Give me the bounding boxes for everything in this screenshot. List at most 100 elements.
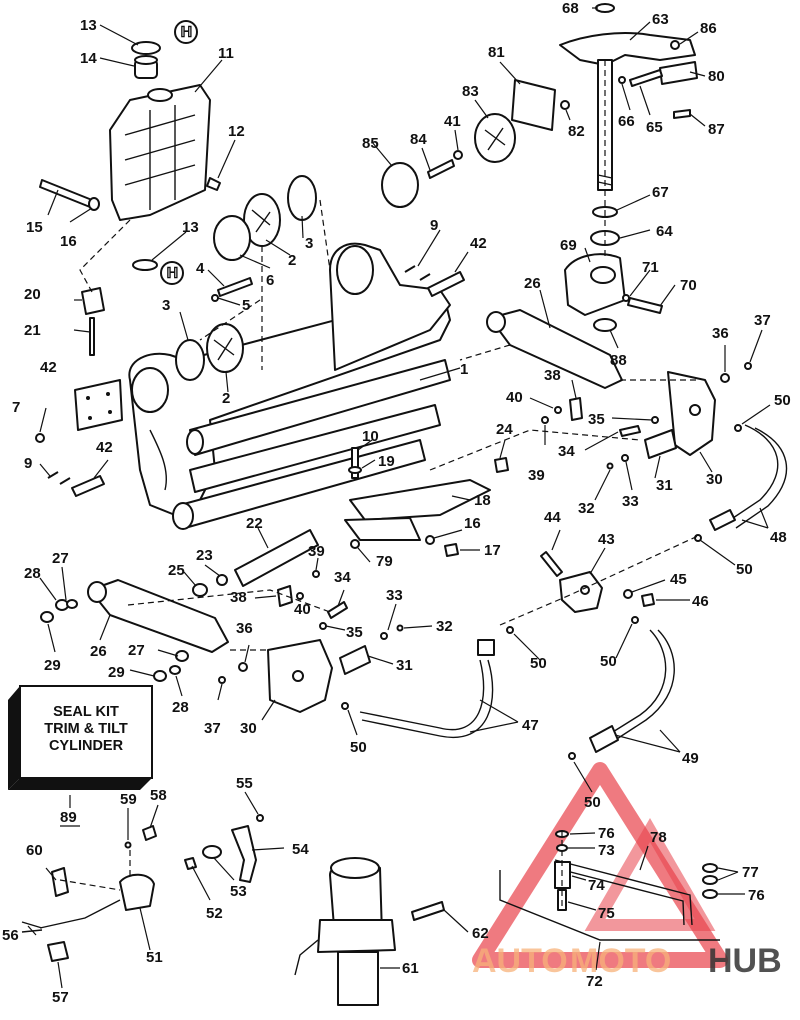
callout-72: 72 (586, 973, 603, 990)
callout-27-right: 27 (128, 642, 145, 659)
link-38-left (277, 585, 293, 607)
grease-fitting-12 (206, 177, 221, 191)
leader (99, 57, 135, 67)
leader (217, 139, 236, 179)
bracket-pivot-hole-upper (336, 245, 374, 295)
leader (357, 547, 371, 563)
hose-47-fitting (477, 639, 495, 656)
callout-13-top: 13 (80, 17, 97, 34)
callout-65: 65 (646, 119, 663, 136)
screw-58 (142, 825, 157, 841)
leader (225, 371, 229, 393)
callout-49: 49 (682, 750, 699, 767)
bearing-2-spokes (251, 209, 271, 233)
bracket-rib (149, 429, 167, 491)
leader (639, 845, 649, 871)
pad-42-left (74, 379, 123, 431)
callout-32-right: 32 (578, 500, 595, 517)
dash-line (59, 879, 121, 891)
callout-22: 22 (246, 515, 263, 532)
leader (347, 709, 358, 736)
callout-48: 48 (770, 529, 787, 546)
leader (614, 734, 681, 753)
cotter-32-right (606, 462, 614, 470)
leader (265, 239, 291, 256)
leader (529, 397, 554, 409)
callout-59: 59 (120, 791, 137, 808)
bushing-13-top (131, 41, 161, 55)
oring-50 (568, 752, 576, 760)
leader (367, 655, 394, 665)
leader (239, 254, 271, 269)
callout-88: 88 (610, 352, 627, 369)
pin-42-left (71, 475, 105, 497)
callout-58: 58 (150, 787, 167, 804)
grease-symbol-glyph: ℍ (180, 24, 193, 41)
cap-29-right (153, 670, 167, 682)
tube-22 (234, 529, 319, 587)
callout-67: 67 (652, 184, 669, 201)
callout-89: 89 (60, 809, 77, 826)
callout-18: 18 (474, 492, 491, 509)
swivel-bracket-top-hole (147, 88, 173, 102)
oring-50 (631, 616, 639, 624)
leader (631, 579, 666, 593)
motor-cap (330, 857, 380, 879)
cotter-32-left (396, 624, 404, 632)
bracket-18-lower (344, 517, 421, 541)
watermark-text-moto: MOTO (570, 942, 671, 980)
callout-26-left: 26 (90, 643, 107, 660)
leader (609, 329, 619, 349)
callout-79: 79 (376, 553, 393, 570)
callout-77: 77 (742, 864, 759, 881)
callout-81: 81 (488, 44, 505, 61)
callout-19: 19 (378, 453, 395, 470)
callout-28-left: 28 (24, 565, 41, 582)
leader (244, 791, 259, 815)
pin-34-right (619, 425, 641, 437)
callout-63: 63 (652, 11, 669, 28)
leader (615, 623, 633, 659)
steering-block-bore (590, 266, 616, 284)
steering-block-69 (564, 253, 626, 316)
washer-71 (622, 294, 630, 302)
ring-3-upper (287, 175, 317, 221)
leader (179, 311, 189, 341)
callout-1: 1 (460, 361, 468, 378)
leader (513, 633, 541, 661)
callout-5: 5 (242, 297, 250, 314)
callout-36-right: 36 (712, 325, 729, 342)
leader (217, 297, 241, 306)
callout-54: 54 (292, 841, 309, 858)
leader (659, 729, 681, 753)
pad-hole (108, 410, 112, 414)
callout-50-b: 50 (736, 561, 753, 578)
leader (433, 529, 463, 539)
nut-86 (670, 40, 680, 50)
callout-83: 83 (462, 83, 479, 100)
bearing-83-spokes (484, 127, 506, 151)
screw-39-right (541, 416, 549, 424)
screw-39-left (312, 570, 320, 578)
leader (499, 61, 521, 85)
leader (301, 215, 304, 239)
seal-kit-box-bottom (8, 778, 152, 790)
leader (454, 129, 459, 151)
leader (371, 141, 393, 167)
seal-28-right (169, 665, 181, 675)
lever-54 (231, 825, 257, 883)
leader (69, 207, 93, 223)
callout-33-left: 33 (386, 587, 403, 604)
leader (337, 589, 345, 607)
leader (39, 407, 47, 433)
washer-77 (702, 863, 718, 873)
callout-29-right: 29 (108, 664, 125, 681)
callout-40-left: 40 (294, 601, 311, 618)
callout-50-f: 50 (584, 794, 601, 811)
switch-51 (119, 873, 155, 911)
callout-39-right: 39 (528, 467, 545, 484)
callout-23: 23 (196, 547, 213, 564)
bolt-21 (89, 317, 95, 356)
leader (257, 527, 269, 549)
